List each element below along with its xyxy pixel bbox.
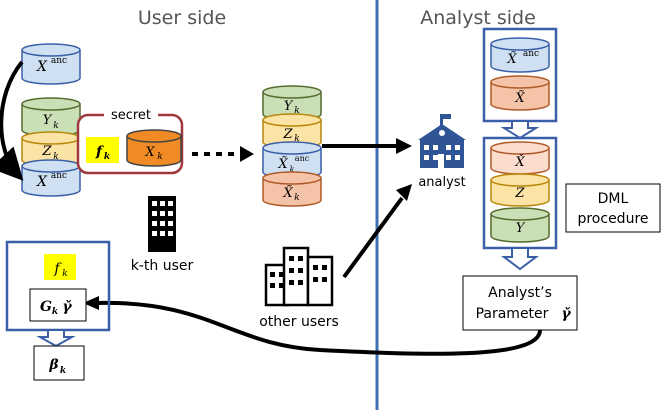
svg-text:Y: Y: [284, 99, 294, 114]
cylinder-x-anc-bottom: X anc: [21, 159, 81, 197]
analyst-side-header: Analyst side: [420, 7, 536, 29]
svg-text:k: k: [294, 193, 299, 203]
svg-text:k: k: [104, 152, 110, 162]
other-users-label: other users: [259, 314, 339, 330]
user-side-header: User side: [138, 7, 226, 29]
svg-text:X: X: [36, 174, 48, 190]
transform-arrow-1: [500, 120, 540, 140]
svg-text:f: f: [95, 144, 105, 160]
analyst-cylinder-y: Y: [490, 207, 550, 243]
parameter-label-line1: Analyst’s: [488, 285, 552, 301]
analyst-cylinder-x-anc: X̃ anc: [490, 37, 550, 73]
svg-text:Y: Y: [516, 221, 526, 236]
other-users-buildings-icon: [264, 246, 334, 307]
svg-text:k: k: [62, 269, 67, 279]
g-k-gamma-box: [29, 288, 87, 322]
svg-text:X̃: X̃: [282, 185, 293, 201]
svg-text:X̌: X̌: [514, 154, 525, 170]
svg-text:secret: secret: [111, 108, 151, 123]
parameter-label-line2: Parameter: [476, 306, 549, 322]
svg-text:Y: Y: [43, 113, 53, 128]
dml-procedure-box: [565, 183, 661, 233]
shared-cylinder-x-anc: X̃ anc k: [262, 141, 322, 179]
svg-text:Z: Z: [282, 127, 293, 142]
return-parameter-arrow: [94, 300, 542, 356]
shared-cylinder-x-tilde: X̃ k: [262, 171, 322, 207]
svg-text:Z: Z: [41, 144, 52, 159]
svg-text:anc: anc: [295, 154, 310, 163]
svg-text:X̃: X̃: [506, 51, 517, 67]
svg-text:f: f: [53, 261, 62, 277]
svg-text:anc: anc: [523, 49, 539, 59]
svg-text:X: X: [144, 145, 155, 160]
svg-text:k: k: [60, 366, 66, 376]
svg-text:k: k: [53, 121, 58, 131]
svg-text:k: k: [53, 152, 58, 162]
svg-text:X: X: [36, 59, 48, 75]
f-k-highlight: f k: [86, 137, 119, 163]
transform-arrow-3: [36, 329, 76, 348]
svg-text:anc: anc: [51, 171, 67, 181]
svg-text:anc: anc: [51, 56, 67, 66]
parameter-symbol: γ̌: [561, 306, 571, 322]
svg-text:k: k: [290, 165, 295, 174]
shared-cylinder-z-k: Z k: [262, 113, 322, 149]
svg-text:X̃: X̃: [277, 156, 288, 172]
svg-text:k: k: [294, 134, 299, 144]
beta-k-box: [33, 345, 85, 381]
building-icon: [148, 196, 176, 252]
copy-anc-arrow: [0, 60, 24, 181]
analyst-parameter-box: [462, 275, 578, 331]
svg-text:G: G: [40, 299, 52, 315]
cylinder-x-k-secret: X k: [126, 129, 182, 167]
analyst-building-icon: [418, 114, 466, 168]
svg-text:k: k: [294, 106, 299, 116]
svg-text:k: k: [157, 152, 162, 162]
analyst-cylinder-x-tilde: X̃: [490, 75, 550, 111]
k-th-user-label: k-th user: [131, 258, 194, 274]
svg-text:Z: Z: [514, 186, 525, 201]
other-users-arrow: [342, 196, 404, 279]
cylinder-z-k: Z k: [21, 131, 81, 167]
cylinder-x-anc-top: X anc: [21, 43, 81, 85]
transform-arrow-2: [501, 247, 539, 271]
svg-text:γ̌: γ̌: [62, 299, 72, 315]
analyst-cylinder-z: Z: [490, 173, 550, 207]
svg-text:X̃: X̃: [514, 90, 525, 106]
dml-label-line2: procedure: [577, 211, 648, 227]
cylinder-y-k: Y k: [21, 97, 81, 137]
user-f-k-highlight: [44, 254, 76, 280]
svg-text:β: β: [48, 357, 59, 373]
svg-text:k: k: [52, 307, 58, 317]
analyst-cylinder-x-check: X̌: [490, 141, 550, 175]
dml-label-line1: DML: [598, 191, 629, 207]
analyst-label: analyst: [418, 175, 465, 190]
